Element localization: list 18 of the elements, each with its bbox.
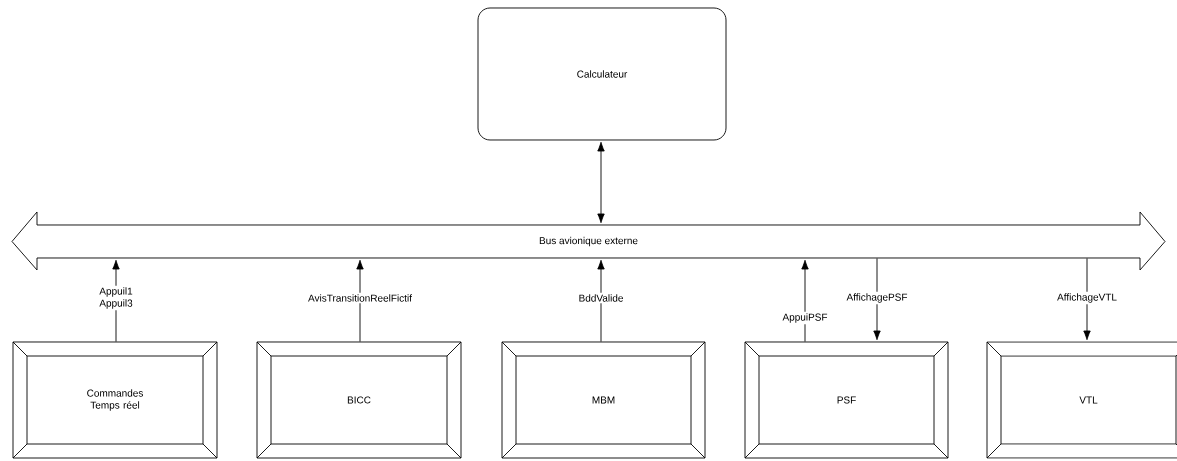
module-box: BICC [256, 341, 462, 459]
module-box: MBM [501, 341, 706, 459]
edge-label: Appuil1 Appuil3 [94, 285, 138, 311]
arrow [801, 259, 809, 342]
edge-label: BddValide [577, 292, 625, 304]
edge-label: AffichagePSF [845, 291, 909, 305]
edge-label: AvisTransitionReelFictif [306, 292, 414, 304]
arrow [356, 259, 364, 342]
arrow [873, 258, 881, 341]
module-box: Commandes Temps réel [12, 341, 218, 459]
arrow [1083, 258, 1091, 341]
edge-label: AppuiPSF [781, 311, 829, 325]
module-box: PSF [744, 341, 949, 459]
edge-label: AffichageVTL [1055, 291, 1119, 305]
module-box: VTL [986, 341, 1177, 459]
arrow [597, 259, 605, 342]
computer-box: Calculateur [477, 7, 727, 141]
arrow [597, 141, 605, 224]
